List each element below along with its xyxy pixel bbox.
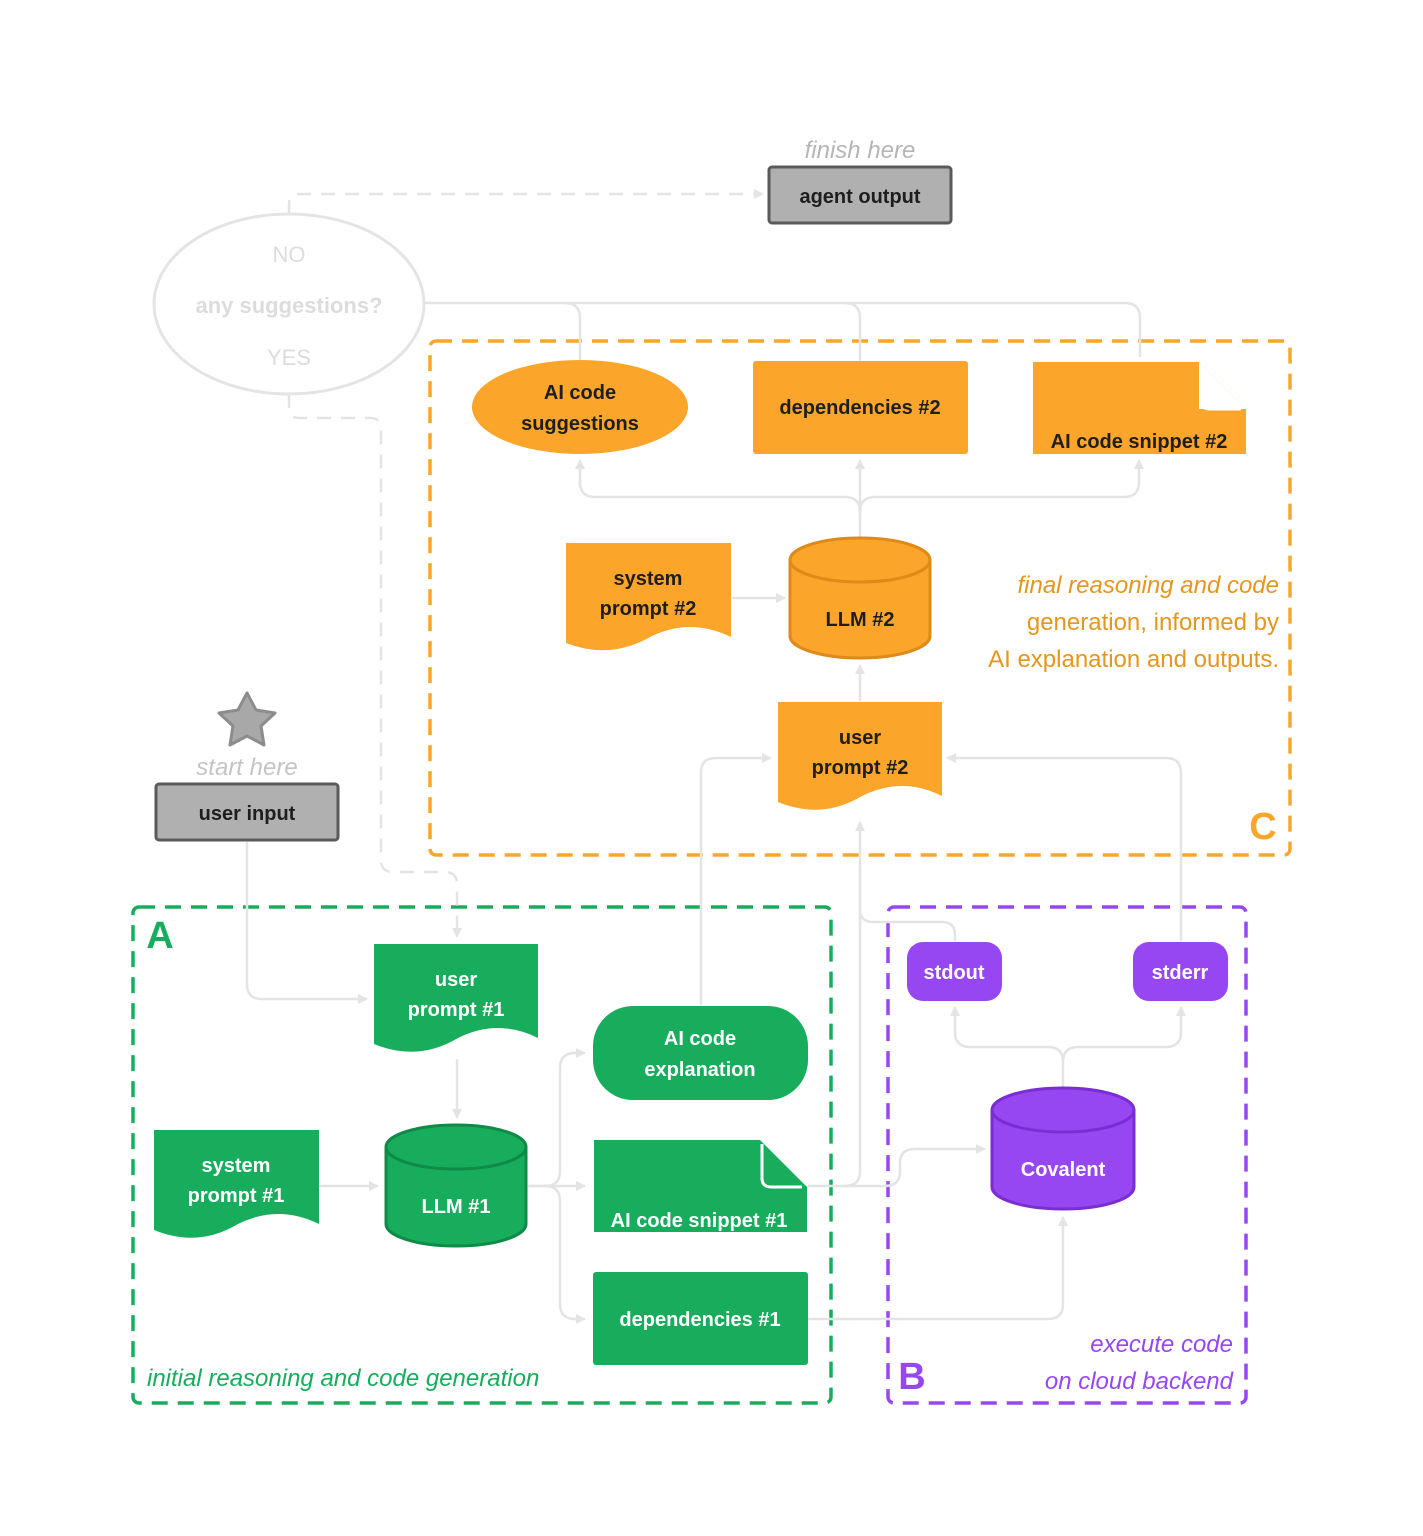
dependencies-2-label: dependencies #2 [779, 397, 940, 419]
ai-code-suggestions-node: AI code suggestions [472, 360, 688, 454]
section-c-caption-line-2: generation, informed by [1027, 609, 1279, 636]
agent-output-label: agent output [799, 186, 920, 208]
llm-1-node: LLM #1 [384, 1123, 528, 1248]
covalent-node: Covalent [990, 1086, 1136, 1211]
agent-output-node: agent output [767, 165, 953, 225]
user-prompt-2-line-2: prompt #2 [812, 757, 909, 779]
llm-2-node: LLM #2 [788, 536, 932, 660]
section-b-caption: execute code on cloud backend [1045, 1331, 1234, 1395]
user-prompt-1-line-1: user [435, 969, 477, 991]
llm-1-label: LLM #1 [422, 1196, 491, 1218]
suggestions-line-1: AI code [544, 382, 616, 404]
user-prompt-1-node: user prompt #1 [374, 944, 538, 1052]
ai-code-snippet-2-node: AI code snippet #2 [1033, 362, 1246, 454]
system-prompt-1-line-2: prompt #1 [188, 1185, 285, 1207]
section-b-caption-line-1: execute code [1090, 1331, 1233, 1358]
section-a-caption: initial reasoning and code generation [147, 1365, 539, 1392]
system-prompt-1-line-1: system [202, 1155, 271, 1177]
user-prompt-1-line-2: prompt #1 [408, 999, 505, 1021]
snippet-1-label: AI code snippet #1 [611, 1210, 788, 1232]
decision-yes-label: YES [267, 345, 311, 370]
decision-question: any suggestions? [195, 293, 382, 318]
dependencies-2-node: dependencies #2 [753, 361, 968, 454]
suggestions-line-2: suggestions [521, 413, 639, 435]
section-a-letter: A [146, 915, 173, 957]
finish-caption: finish here [805, 137, 916, 164]
llm-2-label: LLM #2 [826, 609, 895, 631]
dependencies-1-label: dependencies #1 [619, 1309, 780, 1331]
stdout-label: stdout [923, 962, 984, 984]
snippet-2-label: AI code snippet #2 [1051, 431, 1228, 453]
user-input-label: user input [199, 803, 296, 825]
dependencies-1-node: dependencies #1 [593, 1272, 808, 1365]
covalent-label: Covalent [1021, 1159, 1106, 1181]
stdout-node: stdout [907, 942, 1002, 1001]
explanation-line-1: AI code [664, 1028, 736, 1050]
section-c-letter: C [1249, 806, 1276, 848]
explanation-line-2: explanation [644, 1059, 755, 1081]
connectors [245, 189, 1186, 1324]
user-prompt-2-node: user prompt #2 [778, 702, 942, 810]
system-prompt-1-node: system prompt #1 [154, 1130, 319, 1238]
section-b-letter: B [898, 1356, 925, 1398]
system-prompt-2-node: system prompt #2 [566, 543, 731, 651]
section-b-frame [886, 905, 1248, 1405]
section-c-caption-line-1: final reasoning and code [1017, 572, 1279, 599]
section-a-frame [131, 905, 833, 1405]
system-prompt-2-line-2: prompt #2 [600, 598, 697, 620]
decision-no-label: NO [273, 242, 306, 267]
section-c-caption: final reasoning and code generation, inf… [988, 572, 1279, 673]
system-prompt-2-line-1: system [614, 568, 683, 590]
ai-code-snippet-1-node: AI code snippet #1 [594, 1140, 807, 1232]
section-c-caption-line-3: AI explanation and outputs. [988, 646, 1279, 673]
start-caption: start here [196, 754, 297, 781]
stderr-node: stderr [1133, 942, 1228, 1001]
user-input-node: user input [154, 782, 340, 842]
star-icon [217, 691, 277, 747]
user-prompt-2-line-1: user [839, 727, 881, 749]
decision-node: NO any suggestions? YES [152, 212, 426, 396]
section-b-caption-line-2: on cloud backend [1045, 1368, 1234, 1395]
ai-code-explanation-node: AI code explanation [593, 1006, 808, 1100]
stderr-label: stderr [1152, 962, 1209, 984]
